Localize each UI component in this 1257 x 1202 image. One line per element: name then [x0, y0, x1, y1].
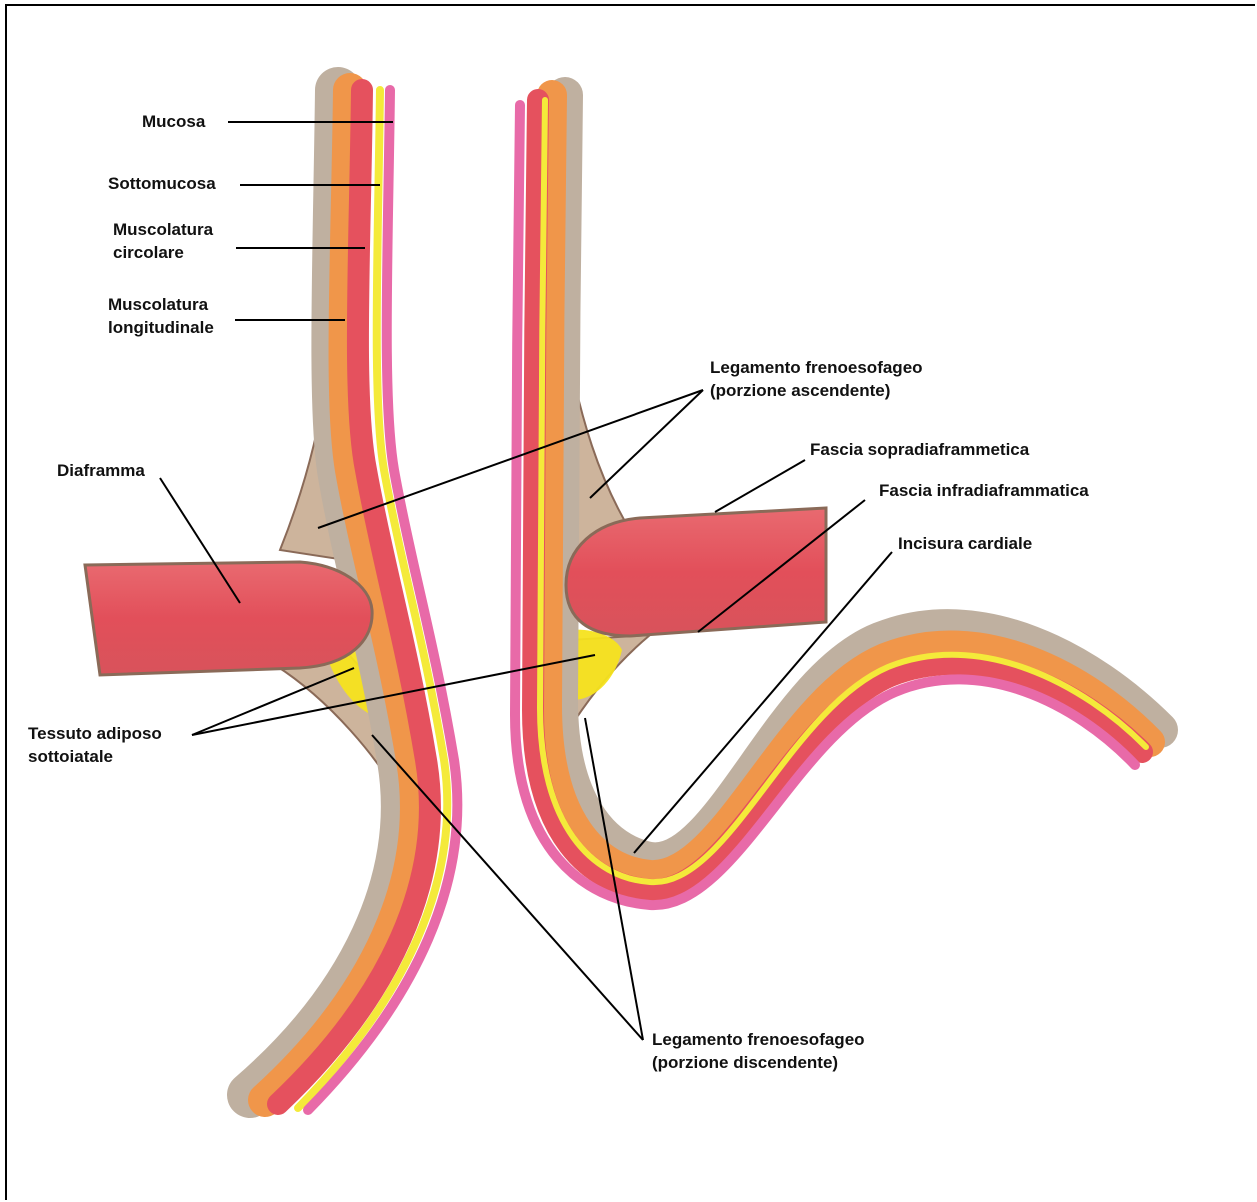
left-diaphragm	[85, 562, 372, 675]
label-fascia-sopradiaframmetica: Fascia sopradiaframmetica	[810, 438, 1029, 461]
label-line: Tessuto adiposo	[28, 722, 162, 745]
label-line: Muscolatura	[108, 293, 214, 316]
label-line: (porzione ascendente)	[710, 379, 923, 402]
label-mucosa: Mucosa	[142, 110, 205, 133]
label-line: (porzione discendente)	[652, 1051, 865, 1074]
label-incisura-cardiale: Incisura cardiale	[898, 532, 1032, 555]
label-muscolatura-longitudinale: Muscolatura longitudinale	[108, 293, 214, 339]
label-line: circolare	[113, 241, 213, 264]
label-muscolatura-circolare: Muscolatura circolare	[113, 218, 213, 264]
label-fascia-infradiaframmatica: Fascia infradiaframmatica	[879, 479, 1089, 502]
label-legamento-discendente: Legamento frenoesofageo (porzione discen…	[652, 1028, 865, 1074]
label-line: longitudinale	[108, 316, 214, 339]
label-line: Legamento frenoesofageo	[652, 1028, 865, 1051]
label-sottomucosa: Sottomucosa	[108, 172, 216, 195]
right-diaphragm	[566, 508, 826, 636]
label-tessuto-adiposo: Tessuto adiposo sottoiatale	[28, 722, 162, 768]
leader-leg-asc-right	[590, 390, 703, 498]
label-diaframma: Diaframma	[57, 459, 145, 482]
label-line: Muscolatura	[113, 218, 213, 241]
label-legamento-ascendente: Legamento frenoesofageo (porzione ascend…	[710, 356, 923, 402]
leader-fascia-sopra	[715, 460, 805, 512]
label-line: sottoiatale	[28, 745, 162, 768]
label-line: Legamento frenoesofageo	[710, 356, 923, 379]
